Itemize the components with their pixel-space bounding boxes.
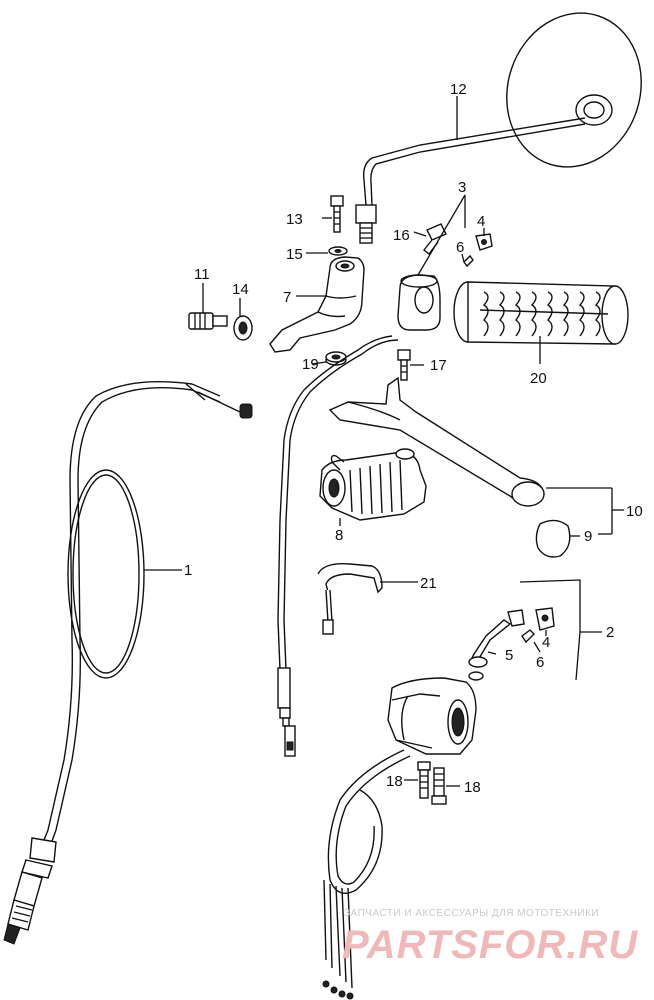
label-19: 19 — [302, 356, 319, 373]
label-6-bottom: 6 — [536, 654, 544, 671]
washer-15 — [328, 246, 348, 256]
label-4-top: 4 — [477, 213, 485, 230]
lever-holder-8 — [319, 448, 427, 521]
label-14: 14 — [232, 281, 249, 298]
watermark-caption: ЗАПЧАСТИ И АКСЕССУАРЫ ДЛЯ МОТОТЕХНИКИ — [344, 908, 599, 919]
label-16: 16 — [393, 227, 410, 244]
part-number-labels: 12 3 13 15 7 11 14 19 16 4 6 17 20 10 9 … — [184, 81, 643, 796]
clip-21 — [317, 563, 383, 635]
bolt-16 — [423, 223, 447, 255]
label-17: 17 — [430, 357, 447, 374]
locknut-14 — [233, 315, 253, 341]
switch-lever-5 — [468, 609, 525, 681]
watermark-brand: PARTSFOR.RU — [342, 923, 638, 967]
label-15: 15 — [286, 246, 303, 263]
label-8: 8 — [335, 527, 343, 544]
adjuster-bolt-11 — [188, 312, 228, 330]
cable-1 — [3, 381, 253, 945]
bolt-18-left — [417, 761, 431, 799]
label-10: 10 — [626, 503, 643, 520]
label-6-top: 6 — [456, 239, 464, 256]
lever-bracket-7 — [269, 256, 365, 353]
lever-10 — [328, 376, 545, 507]
grip-20 — [453, 281, 629, 345]
label-11: 11 — [194, 266, 210, 283]
bolt-18-right — [431, 767, 447, 805]
bolt-17 — [397, 349, 411, 381]
label-12: 12 — [450, 81, 467, 98]
watermark: ЗАПЧАСТИ И АКСЕССУАРЫ ДЛЯ МОТОТЕХНИКИ PA… — [342, 908, 638, 967]
label-1: 1 — [184, 562, 192, 579]
label-4-bottom: 4 — [542, 634, 550, 651]
screw-6-top — [463, 254, 474, 268]
label-21: 21 — [420, 575, 437, 592]
pivot-nut-4-top — [475, 233, 493, 251]
clamp-ring-3 — [397, 274, 441, 331]
label-2: 2 — [606, 624, 614, 641]
nut-19 — [325, 351, 347, 366]
label-9: 9 — [584, 528, 592, 545]
label-5: 5 — [505, 647, 513, 664]
cable-end-fitting — [3, 837, 57, 945]
label-20: 20 — [530, 370, 547, 387]
label-7: 7 — [283, 289, 291, 306]
label-18-right: 18 — [464, 779, 481, 796]
label-18-left: 18 — [386, 773, 403, 790]
screw-6-bottom — [521, 629, 535, 644]
label-3: 3 — [458, 179, 466, 196]
switch-wire — [277, 335, 399, 757]
label-13: 13 — [286, 211, 303, 228]
pivot-nut-4-bottom — [535, 607, 555, 631]
mirror — [355, 12, 642, 244]
bolt-13 — [330, 195, 344, 233]
lever-cover-9 — [535, 519, 571, 558]
switch-housing-2 — [322, 677, 477, 1000]
leader-lines — [144, 96, 624, 787]
